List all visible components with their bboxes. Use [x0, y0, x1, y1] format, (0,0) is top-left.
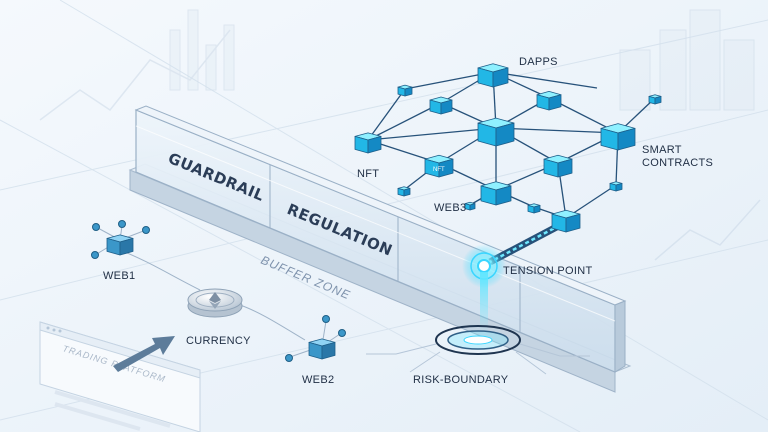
- cube-dapps: [477, 63, 509, 88]
- risk-boundary-pad: [366, 325, 590, 375]
- currency-label: CURRENCY: [186, 335, 251, 347]
- cube-web3: [480, 181, 512, 206]
- web3-cubes: [354, 63, 662, 233]
- legacy-cubes: [106, 234, 336, 360]
- dapps-label: DAPPS: [519, 56, 558, 68]
- cube-nft-link: [354, 132, 382, 154]
- arrow-up-right-icon: [113, 336, 175, 372]
- cube-web1: [106, 234, 134, 256]
- trading-platform-panel: [39, 321, 201, 432]
- cube-contract-doc: [543, 154, 573, 178]
- tension-point-glow: [462, 244, 506, 332]
- risk-boundary-label: RISK-BOUNDARY: [413, 374, 509, 386]
- web2-endpoints: [285, 315, 346, 362]
- background-decor: [39, 9, 761, 261]
- cube-small-2: [648, 94, 662, 105]
- cube-smart-contracts: [600, 123, 636, 151]
- cube-web2: [308, 338, 336, 360]
- cube-node-a: [429, 96, 453, 115]
- web3-label: WEB3: [434, 202, 466, 214]
- web1-endpoints: [91, 220, 150, 259]
- cube-small-4: [397, 186, 411, 197]
- cube-nft: [424, 154, 454, 178]
- web2-label: WEB2: [302, 374, 334, 386]
- cube-hub: [477, 117, 515, 147]
- cube-small-6: [464, 201, 476, 211]
- cube-small-1: [397, 84, 413, 97]
- nft-label: NFT: [357, 168, 379, 180]
- smart-contracts-label: SMART CONTRACTS: [642, 144, 713, 169]
- nft-badge: NFT: [433, 167, 445, 173]
- cube-node-b: [536, 91, 562, 111]
- cube-small-3: [609, 181, 623, 192]
- cube-small-5: [527, 203, 541, 214]
- cube-tension-source: [551, 209, 581, 233]
- currency-coin: [187, 288, 243, 318]
- tension-point-label: TENSION POINT: [503, 265, 592, 277]
- web1-label: WEB1: [103, 270, 135, 282]
